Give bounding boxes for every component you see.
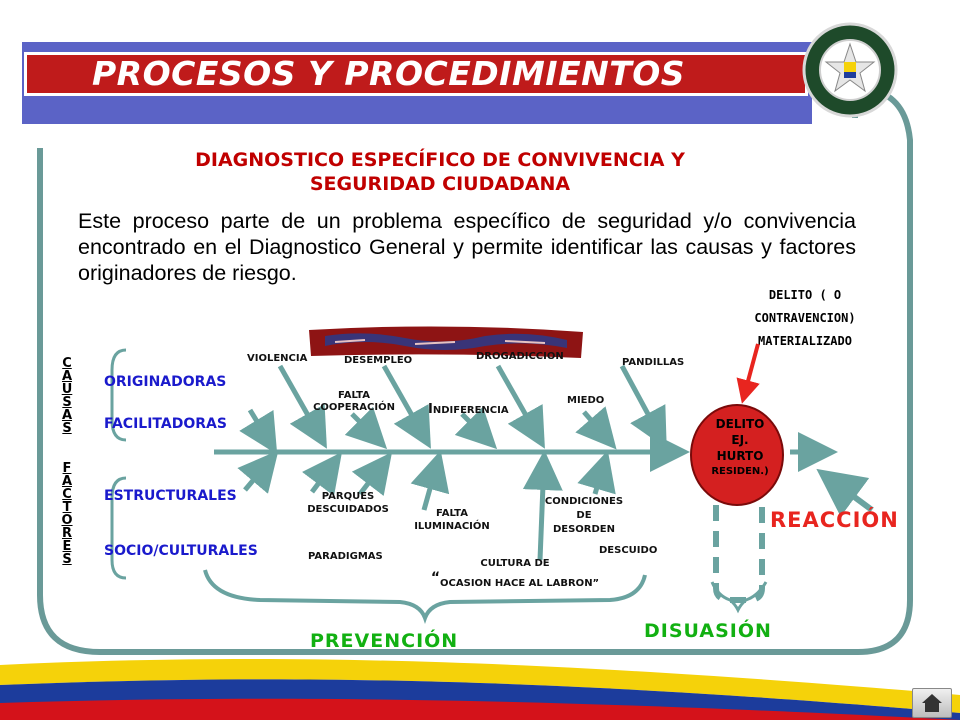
delito-label-line3: MATERIALIZADO: [758, 334, 852, 348]
delito-circle: [690, 404, 784, 506]
home-nav-button[interactable]: [912, 688, 952, 718]
cultura-open-quote: “: [430, 570, 441, 586]
bone-label-falta-iluminacion: FALTA ILUMINACIÓN: [402, 507, 502, 533]
falta-ilum-line2: ILUMINACIÓN: [414, 521, 490, 532]
label-facilitadoras: FACILITADORAS: [104, 416, 227, 432]
bone-label-paradigmas: PARADIGMAS: [308, 551, 383, 562]
section-heading-line2: SEGURIDAD CIUDADANA: [309, 173, 571, 195]
parques-line2: DESCUIDADOS: [307, 504, 389, 515]
delito-circle-line2: EJ.: [731, 433, 749, 447]
falta-cooperacion-line1: FALTA: [338, 390, 370, 401]
cultura-phrase: OCASION HACE AL LABRON”: [440, 578, 600, 589]
bone-label-desempleo: DESEMPLEO: [344, 355, 413, 366]
cultura-line1: CULTURA DE: [480, 558, 550, 569]
delito-label-line2: CONTRAVENCION): [754, 311, 856, 325]
indiferencia-initial: I: [428, 402, 433, 417]
causas-vertical-label: CAUSAS: [61, 356, 73, 436]
parques-line1: PARQUES: [321, 491, 375, 502]
delito-circle-line1: DELITO: [715, 417, 765, 431]
label-estructurales: ESTRUCTURALES: [104, 488, 237, 504]
falta-ilum-line1: FALTA: [436, 508, 468, 519]
factores-vertical-label: FACTORES: [61, 461, 73, 567]
label-socio-culturales: SOCIO/CULTURALES: [104, 543, 258, 559]
delito-materializado-label: DELITO ( O CONTRAVENCION) MATERIALIZADO: [700, 284, 910, 353]
delito-circle-line3: HURTO: [716, 449, 764, 463]
label-originadoras: ORIGINADORAS: [104, 374, 227, 390]
bone-label-parques-descuidados: PARQUES DESCUIDADOS: [296, 490, 400, 516]
delito-label-line1: DELITO ( O: [768, 288, 842, 302]
condiciones-line2: DE: [576, 510, 592, 521]
condiciones-line3: DESORDEN: [552, 524, 616, 535]
delito-circle-line4: RESIDEN.): [711, 466, 769, 477]
bone-label-miedo: MIEDO: [567, 395, 605, 406]
title-banner: [24, 52, 808, 96]
bone-label-cultura: CULTURA DE “OCASION HACE AL LABRON”: [410, 556, 620, 591]
condiciones-line1: CONDICIONES: [544, 496, 624, 507]
bone-label-falta-cooperacion: FALTA COOPERACIÓN: [302, 390, 406, 414]
bone-label-pandillas: PANDILLAS: [622, 357, 685, 368]
label-reaccion: REACCIÓN: [770, 508, 899, 532]
delito-circle-text: DELITO EJ. HURTO RESIDEN.): [690, 416, 790, 480]
label-disuasion: DISUASIÓN: [644, 620, 772, 642]
flag-ribbon: [0, 658, 960, 720]
label-prevencion: PREVENCIÓN: [310, 630, 459, 652]
bone-label-indiferencia: INDIFERENCIA: [428, 398, 509, 417]
home-icon: [922, 694, 942, 712]
police-seal-logo: [802, 22, 898, 118]
falta-cooperacion-line2: COOPERACIÓN: [313, 402, 395, 413]
bone-label-violencia: VIOLENCIA: [247, 353, 308, 364]
decorative-banner-image: [309, 326, 583, 358]
indiferencia-rest: NDIFERENCIA: [432, 405, 509, 416]
section-heading-line1: DIAGNOSTICO ESPECÍFICO DE CONVIVENCIA Y: [195, 149, 685, 171]
section-heading: DIAGNOSTICO ESPECÍFICO DE CONVIVENCIA Y …: [60, 148, 820, 196]
intro-paragraph: Este proceso parte de un problema especí…: [78, 209, 856, 285]
cultura-line2: “OCASION HACE AL LABRON”: [410, 571, 620, 591]
page-title: PROCESOS Y PROCEDIMIENTOS: [92, 54, 686, 93]
bone-label-condiciones-desorden: CONDICIONES DE DESORDEN: [534, 495, 634, 537]
bone-label-drogadiccion: DROGADICCION: [476, 351, 564, 362]
bone-label-descuido: DESCUIDO: [599, 545, 658, 556]
